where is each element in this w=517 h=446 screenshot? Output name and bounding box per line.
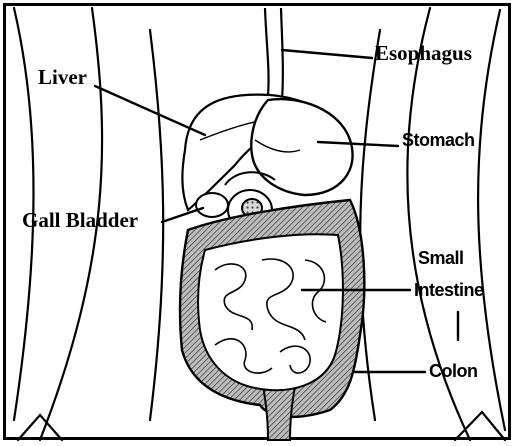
gall-bladder-leader <box>162 208 203 222</box>
gall-bladder <box>196 193 228 217</box>
torso-right-outer <box>478 10 505 430</box>
esophagus-leader <box>282 50 372 58</box>
stomach-label: Stomach <box>402 131 475 149</box>
liver-label: Liver <box>38 67 87 88</box>
arm-right-line <box>360 30 380 420</box>
esophagus-label: Esophagus <box>375 43 472 64</box>
small-intestine <box>198 234 343 390</box>
arm-left-line <box>150 30 163 420</box>
small-intestine-label-line1: Small <box>418 249 464 267</box>
liver-leader <box>95 86 205 135</box>
hip-left <box>18 415 62 440</box>
colon-label: Colon <box>429 362 478 380</box>
esophagus <box>265 8 283 100</box>
small-intestine-label-line2: Intestine <box>414 281 484 299</box>
gall-bladder-label: Gall Bladder <box>22 210 138 231</box>
